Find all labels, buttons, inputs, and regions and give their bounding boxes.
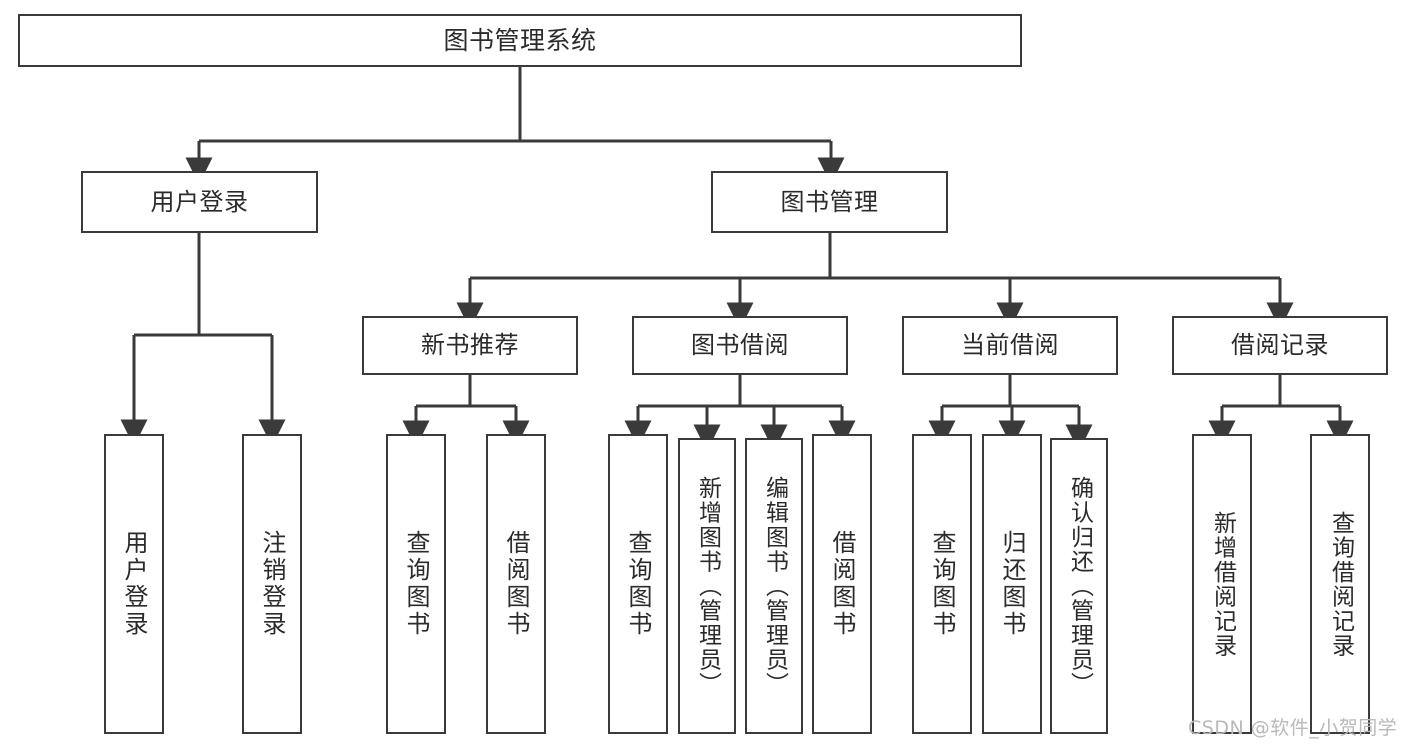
node-leaf-borrow-book-1[interactable]: 借阅图书 (486, 434, 546, 734)
node-current-borrow-label: 当前借阅 (961, 331, 1059, 360)
node-leaf-borrow-book-2-label: 借阅图书 (828, 530, 856, 638)
node-leaf-return-book-label: 归还图书 (998, 530, 1026, 638)
watermark-text: CSDN @软件_小贺同学 (1188, 717, 1398, 739)
node-new-book-rec-label: 新书推荐 (421, 331, 519, 360)
node-leaf-query-record[interactable]: 查询借阅记录 (1310, 434, 1370, 734)
node-leaf-add-book-label: 新增图书（管理员） (694, 475, 721, 697)
node-leaf-query-book-2-label: 查询图书 (624, 530, 652, 638)
node-leaf-borrow-book-1-label: 借阅图书 (502, 530, 530, 638)
node-leaf-add-record[interactable]: 新增借阅记录 (1192, 434, 1252, 734)
node-leaf-query-book-1-label: 查询图书 (402, 530, 430, 638)
node-leaf-user-logout-label: 注销登录 (258, 530, 286, 638)
node-leaf-user-login-label: 用户登录 (120, 530, 148, 638)
node-user-login[interactable]: 用户登录 (81, 171, 318, 233)
node-leaf-edit-book-label: 编辑图书（管理员） (761, 475, 788, 697)
node-book-borrow[interactable]: 图书借阅 (632, 316, 848, 375)
node-book-borrow-label: 图书借阅 (691, 331, 789, 360)
node-leaf-query-book-2[interactable]: 查询图书 (608, 434, 668, 734)
node-borrow-record[interactable]: 借阅记录 (1172, 316, 1388, 375)
node-leaf-return-book[interactable]: 归还图书 (982, 434, 1042, 734)
node-leaf-add-book[interactable]: 新增图书（管理员） (678, 438, 736, 734)
node-book-manage-label: 图书管理 (780, 187, 879, 216)
node-borrow-record-label: 借阅记录 (1231, 331, 1329, 360)
node-leaf-borrow-book-2[interactable]: 借阅图书 (812, 434, 872, 734)
node-leaf-query-book-1[interactable]: 查询图书 (386, 434, 446, 734)
node-root[interactable]: 图书管理系统 (18, 14, 1022, 67)
node-book-manage[interactable]: 图书管理 (711, 171, 948, 233)
node-current-borrow[interactable]: 当前借阅 (902, 316, 1118, 375)
node-leaf-edit-book[interactable]: 编辑图书（管理员） (745, 438, 803, 734)
node-leaf-query-book-3[interactable]: 查询图书 (912, 434, 972, 734)
node-leaf-add-record-label: 新增借阅记录 (1209, 510, 1236, 658)
node-new-book-rec[interactable]: 新书推荐 (362, 316, 578, 375)
node-leaf-query-book-3-label: 查询图书 (928, 530, 956, 638)
node-leaf-user-login[interactable]: 用户登录 (104, 434, 164, 734)
node-leaf-user-logout[interactable]: 注销登录 (242, 434, 302, 734)
node-leaf-confirm-return-label: 确认归还（管理员） (1066, 475, 1093, 697)
node-root-label: 图书管理系统 (443, 25, 597, 55)
node-leaf-confirm-return[interactable]: 确认归还（管理员） (1050, 438, 1108, 734)
node-user-login-label: 用户登录 (150, 187, 249, 216)
node-leaf-query-record-label: 查询借阅记录 (1327, 510, 1354, 658)
